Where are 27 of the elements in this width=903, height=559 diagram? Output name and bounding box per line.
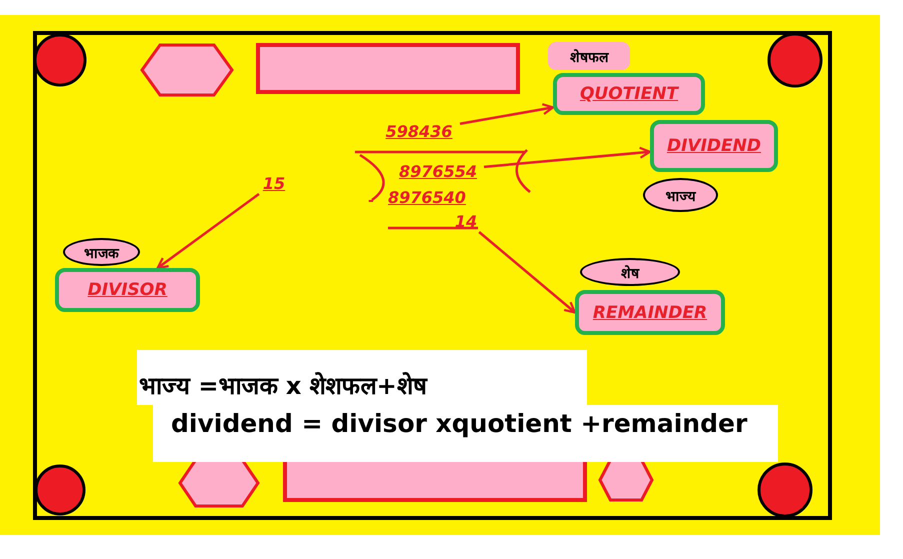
term-box [650,120,778,172]
formula-text: भाज्य =भाजक x शेशफल+शेष [139,371,427,401]
term-box [55,268,200,312]
term-label: DIVIDEND [667,136,761,156]
term-label: DIVISOR [88,280,168,300]
hindi-term: भाज्य [666,188,696,204]
arrow [156,193,260,270]
number-text: 598436 [386,122,452,140]
formula-panel [137,350,587,405]
hindi-term: भाजक [84,244,119,262]
number-text: 8976540 [388,188,466,207]
tag-box [548,42,630,70]
term-box [575,290,725,335]
number-text: 15 [262,174,286,192]
formula-text: dividend = divisor xquotient +remainder [171,409,748,438]
hindi-term: शेषफल [570,48,608,66]
minus-sign: - [368,193,374,209]
arrow [460,103,554,125]
term-label: REMAINDER [592,302,708,322]
term-box [553,73,705,115]
formula-panel [153,405,778,462]
term-label: QUOTIENT [580,84,678,104]
number-text: 8976554 [399,162,477,180]
number-text: 14 [454,212,478,230]
arrow [484,146,652,168]
arrow [478,231,576,314]
hindi-term: शेष [621,264,639,282]
